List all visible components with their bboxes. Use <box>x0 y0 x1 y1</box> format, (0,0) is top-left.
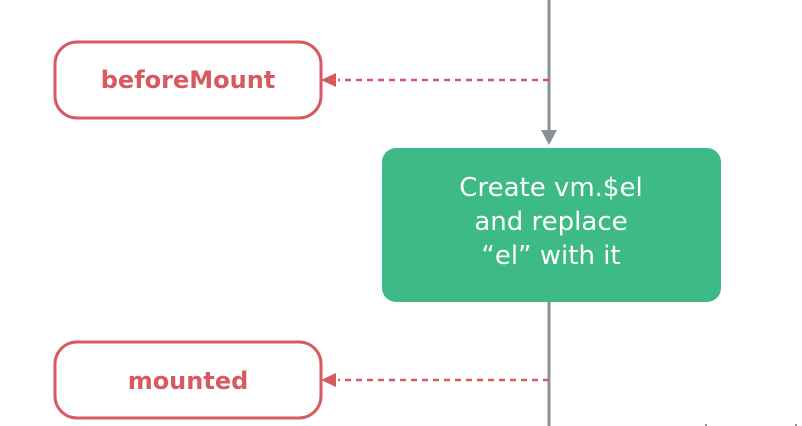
hook-mounted-arrow-head <box>321 373 336 387</box>
process-line-3: “el” with it <box>481 241 620 271</box>
process-create-el: Create vm.$el and replace “el” with it <box>382 148 721 302</box>
process-line-1: Create vm.$el <box>459 173 642 203</box>
hook-mounted-label: mounted <box>128 367 249 395</box>
process-box <box>382 148 721 302</box>
process-line-2: and replace <box>474 207 627 237</box>
hook-before-mount: beforeMount <box>53 40 323 120</box>
hook-before-mount-label: beforeMount <box>101 66 276 94</box>
hook-mounted: mounted <box>53 340 323 420</box>
flow-arrow-head <box>541 130 557 145</box>
hook-before-mount-arrow-head <box>321 73 336 87</box>
